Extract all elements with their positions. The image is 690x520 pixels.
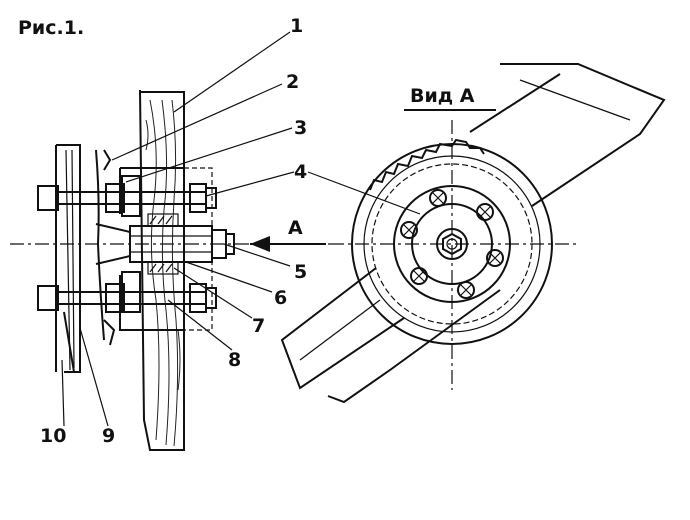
bolt-2 [476,203,494,221]
part-label-8: 8 [228,349,241,371]
figure-title: Рис.1. [18,17,84,39]
view-title: Вид А [410,85,475,107]
propeller-blade [280,63,666,404]
part-label-1: 1 [290,15,303,37]
part-label-7: 7 [252,315,265,337]
bearing-hatching [147,213,179,275]
side-view [10,89,330,451]
arrow-label: А [288,217,303,239]
part-label-3: 3 [294,117,307,139]
wooden-blade-section [139,89,185,451]
part-labels: 1 2 3 4 5 6 7 8 9 10 [40,15,307,447]
crank-lower-arm [63,311,75,373]
pedal-crank [55,144,81,373]
view-a: Вид А [280,63,666,404]
part-label-9: 9 [102,425,115,447]
hub-bolts [400,189,504,299]
center-nut [436,228,468,260]
sprocket-teeth [369,138,485,191]
part-label-6: 6 [274,287,287,309]
bolt-5 [410,267,428,285]
view-arrow: А [250,217,326,252]
part-label-5: 5 [294,261,307,283]
part-label-4: 4 [294,161,307,183]
part-label-2: 2 [286,71,299,93]
bolt-1 [429,189,447,207]
bolt-4 [457,281,475,299]
bolt-3 [486,249,504,267]
part-label-10: 10 [40,425,66,447]
hub-flange [393,185,511,303]
leader-lines [61,31,421,427]
bolt-6 [400,221,418,239]
sprocket-outer [351,143,553,345]
chainring-disc [95,149,116,346]
upper-bolt [37,183,217,213]
lower-bolt [37,283,217,313]
